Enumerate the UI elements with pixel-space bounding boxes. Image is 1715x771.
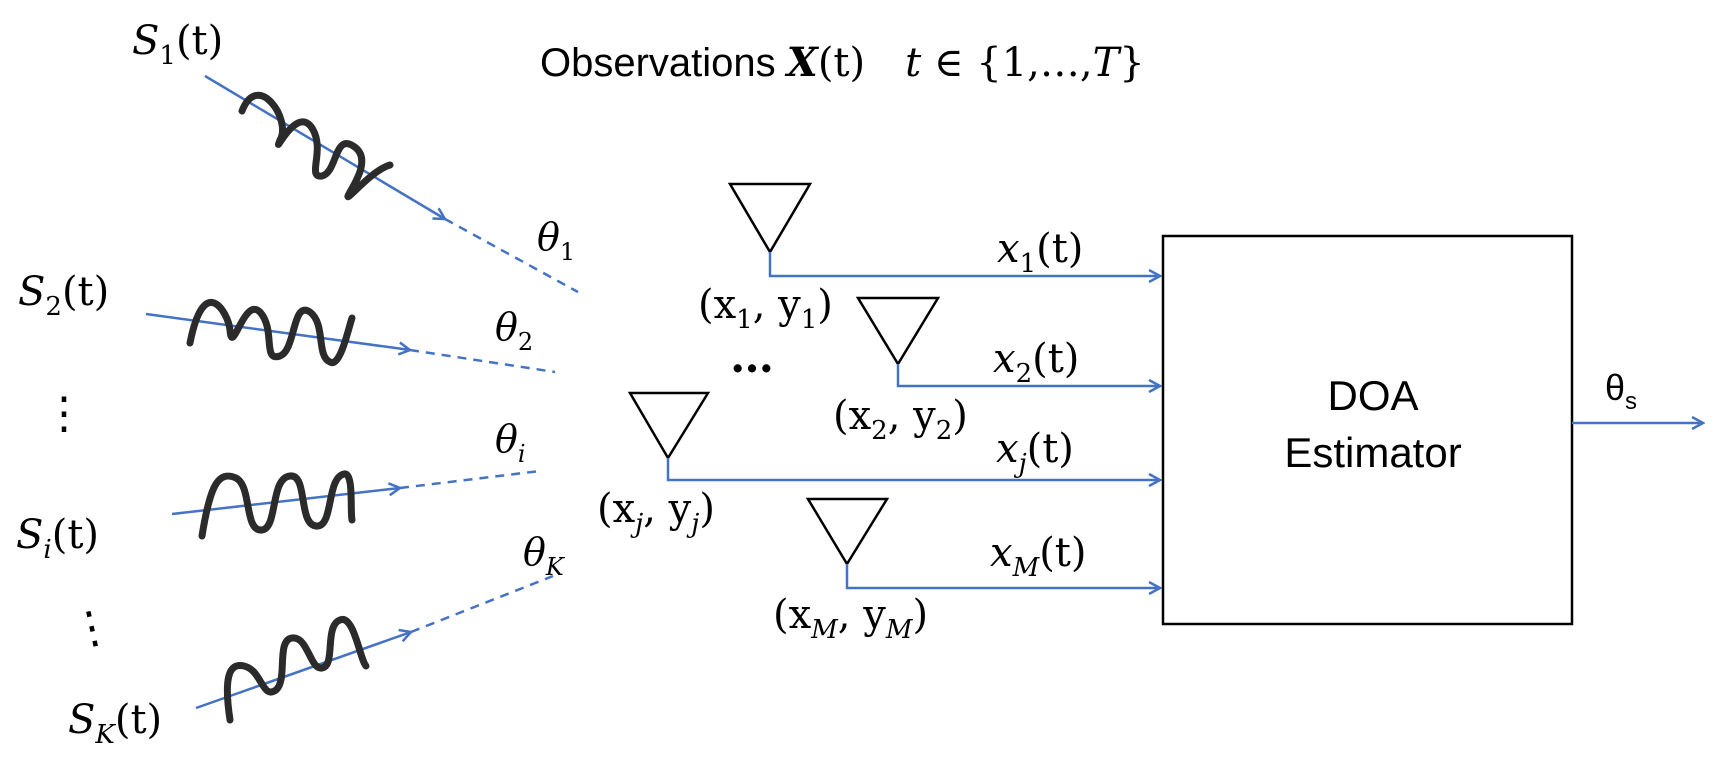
antenna-2: (x2, y2) x2(t) [833,296,1160,446]
angle-2-label: θ2 [495,305,533,356]
source-i-wave [198,470,356,540]
antenna-m-coord: (xM, yM) [773,592,928,645]
doa-estimator-line1: DOA [1327,372,1418,419]
source-2-wave [186,298,356,366]
antenna-1-signal-label: x1(t) [997,226,1083,279]
antenna-2-coord: (x2, y2) [833,393,968,446]
source-vdots-upper: ⋮ [42,388,86,439]
antenna-1-icon [727,182,813,255]
source-i: Si(t) θi [16,417,541,565]
estimator-output: θs [1572,367,1703,423]
source-k-wave [223,616,370,724]
angle-i-label: θi [495,417,526,468]
doa-estimator-box [1161,234,1574,626]
antenna-m-signal-label: xM(t) [990,530,1086,583]
source-1-ray [204,74,445,219]
source-vdots-lower: ⋮ [65,598,119,657]
angle-1-label: θ1 [537,215,575,266]
source-k-label: SK(t) [68,697,162,750]
antenna-m-feedline [845,564,1160,588]
antenna-j-icon [627,391,711,461]
source-k-ray-extension [410,574,554,634]
doa-estimator: DOA Estimator [1161,234,1574,626]
antenna-2-icon [855,296,941,367]
source-k: SK(t) θK [68,530,566,750]
antenna-1-feedline [768,252,1160,276]
antenna-j-feedline [666,458,1160,480]
antenna-m-icon [805,497,890,567]
source-k-ray [195,632,411,710]
source-1-label: S1(t) [132,18,223,71]
source-2-ray [145,312,410,350]
antenna-2-feedline [896,364,1160,386]
source-1: S1(t) θ1 [132,18,579,294]
source-i-label: Si(t) [16,512,99,565]
source-2-label: S2(t) [18,269,109,322]
source-i-ray-extension [399,469,541,490]
antenna-j-signal-label: xj(t) [996,426,1074,479]
source-2-ray-extension [409,348,556,374]
doa-estimator-line2: Estimator [1284,429,1461,476]
output-label: θs [1605,367,1637,415]
antenna-1-coord: (x1, y1) [698,282,833,335]
diagram-title: Observations X(t)t ∈ {1,…,T} [540,39,1145,86]
antenna-2-signal-label: x2(t) [993,336,1079,389]
antenna-j: (xj, yj) xj(t) [597,391,1160,539]
antenna-1: (x1, y1) x1(t) [698,182,1160,335]
antenna-m: (xM, yM) xM(t) [773,497,1160,645]
source-2: S2(t) θ2 [18,269,556,374]
antenna-ellipsis: … [730,332,774,383]
source-1-wave [238,91,394,201]
antenna-j-coord: (xj, yj) [597,486,715,539]
angle-k-label: θK [523,530,566,581]
